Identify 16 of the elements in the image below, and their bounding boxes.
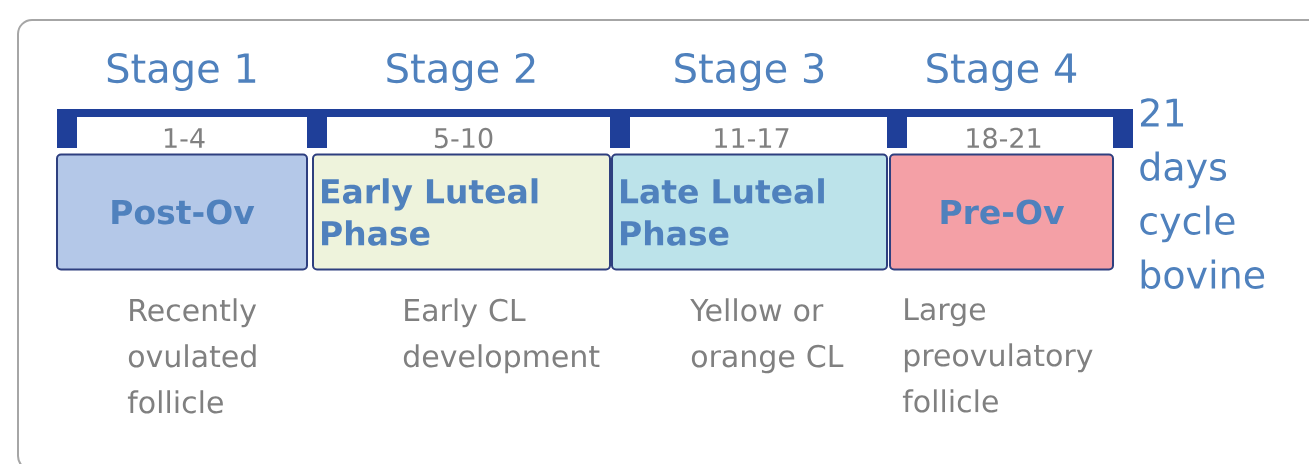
day-range-label: 5-10: [434, 127, 493, 149]
stage-label: Stage 4: [927, 53, 1077, 91]
description-text: Recently ovulated follicle: [127, 298, 257, 414]
description-text: Early CL development: [403, 298, 600, 374]
day-range-label: 1-4: [164, 128, 205, 148]
stage-label: Stage 2: [387, 53, 535, 91]
description-text: Large preovulatory follicle: [902, 298, 1093, 413]
phase-box: Late Luteal Phase: [611, 153, 888, 271]
stage-label: Stage 3: [675, 53, 824, 91]
phase-box: Early Luteal Phase: [312, 153, 611, 271]
phase-box: Post-Ov: [56, 153, 308, 271]
description-text: Yellow or orange CL: [690, 298, 844, 374]
stage-label: Stage 1: [107, 53, 256, 91]
day-range-label: 11-17: [715, 128, 789, 148]
phase-box: Pre-Ov: [889, 153, 1114, 271]
day-range-label: 18-21: [967, 127, 1041, 149]
